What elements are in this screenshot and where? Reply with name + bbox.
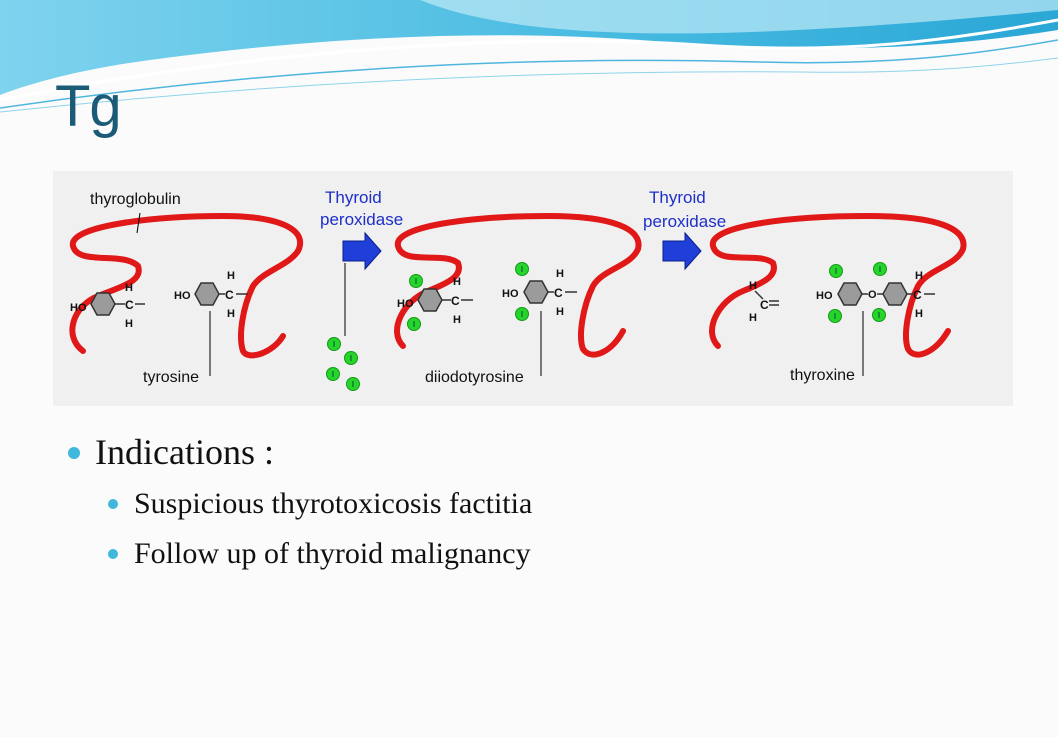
label-tyrosine: tyrosine [143,369,199,386]
svg-text:I: I [835,267,837,276]
svg-text:C: C [913,288,922,302]
label-thyroxine: thyroxine [790,367,855,384]
svg-text:I: I [352,380,354,389]
bullet-indications-text: Indications : [95,432,274,472]
label-enzyme-2-line1: Thyroid [649,188,706,207]
list-item-text: Follow up of thyroid malignancy [134,537,531,570]
svg-text:HO: HO [70,302,87,314]
label-enzyme-1-line1: Thyroid [325,188,382,207]
svg-text:I: I [350,354,352,363]
svg-text:H: H [749,312,757,324]
svg-text:I: I [521,310,523,319]
dehydroalanine-residue: H C H [749,280,779,324]
reaction-arrow-1 [342,231,382,271]
svg-text:I: I [834,312,836,321]
tyrosine-free: HO C H H [70,282,145,330]
bullet-indications: Indications : [68,430,968,474]
iodine-pool: I I I I [326,337,360,391]
svg-text:H: H [227,308,235,320]
bullet-dot-icon [108,499,118,509]
label-enzyme-1-line2: peroxidase [320,210,403,229]
list-item: Suspicious thyrotoxicosis factitia [68,484,968,524]
svg-text:C: C [125,298,134,312]
svg-text:HO: HO [174,290,191,302]
thyroxine-molecule: HO O C H H I I I I [816,262,935,323]
svg-text:H: H [915,308,923,320]
svg-text:C: C [554,286,563,300]
svg-text:I: I [879,265,881,274]
diiodotyrosine-bound: HO C H H I I [502,262,577,321]
svg-text:I: I [878,311,880,320]
label-diiodotyrosine: diiodotyrosine [425,369,524,386]
svg-text:I: I [332,370,334,379]
diagram-canvas: thyroglobulin HO C H H HO C H H tyrosine… [69,188,967,391]
tyrosine-bound: HO C H H [174,270,248,320]
svg-text:H: H [227,270,235,282]
reaction-arrow-2 [662,231,702,271]
svg-text:I: I [413,320,415,329]
svg-text:HO: HO [816,290,833,302]
thyroglobulin-chain-1 [69,212,303,359]
thyroglobulin-chain-3 [709,212,967,358]
diiodotyrosine-free: HO C H H I I [397,274,473,331]
label-thyroglobulin: thyroglobulin [90,191,181,208]
svg-text:HO: HO [502,288,519,300]
svg-text:I: I [333,340,335,349]
thyroid-hormone-synthesis-diagram: thyroglobulin HO C H H HO C H H tyrosine… [53,171,1013,406]
label-enzyme-2-line2: peroxidase [643,212,726,231]
list-item-text: Suspicious thyrotoxicosis factitia [134,487,533,520]
svg-text:H: H [125,318,133,330]
svg-text:O: O [868,289,877,301]
svg-text:H: H [749,280,757,292]
svg-text:C: C [451,294,460,308]
svg-text:HO: HO [397,298,414,310]
thyroglobulin-pointer [136,212,141,234]
thyroglobulin-chain-2 [394,212,642,358]
svg-text:C: C [225,288,234,302]
svg-text:H: H [556,268,564,280]
svg-text:H: H [453,276,461,288]
svg-text:H: H [125,282,133,294]
svg-text:H: H [556,306,564,318]
bullet-dot-icon [108,549,118,559]
svg-text:I: I [415,277,417,286]
header-wave-decoration [0,0,1058,113]
svg-text:I: I [521,265,523,274]
indications-list: Indications : Suspicious thyrotoxicosis … [68,430,968,574]
svg-text:H: H [915,270,923,282]
slide-title: Tg [55,74,122,139]
svg-text:C: C [760,298,769,312]
list-item: Follow up of thyroid malignancy [68,534,968,574]
bullet-dot-icon [68,447,80,459]
svg-text:H: H [453,314,461,326]
